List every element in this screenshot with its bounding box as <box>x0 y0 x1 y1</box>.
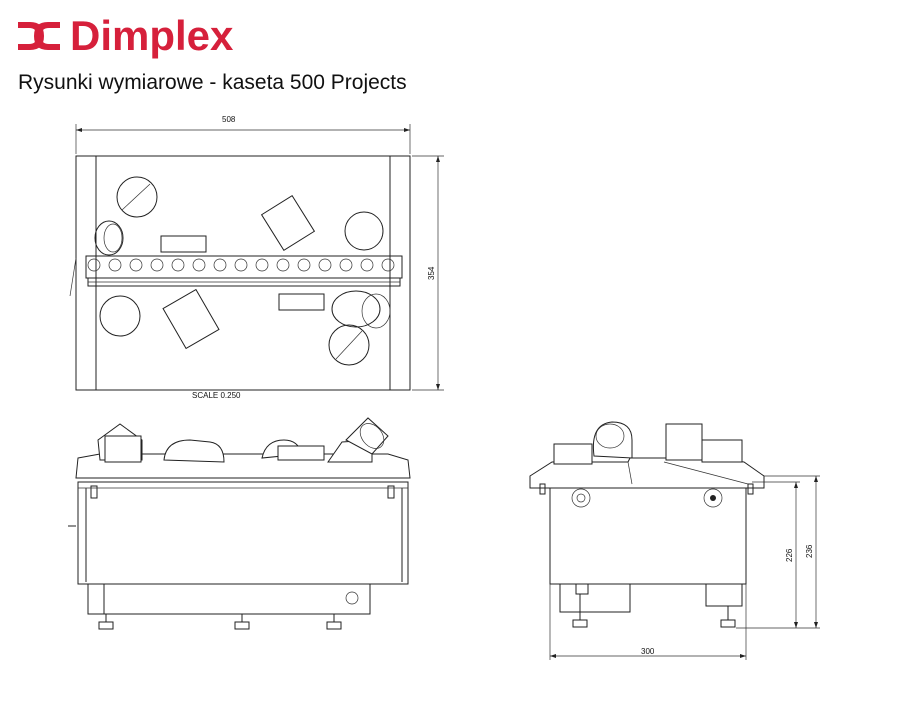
burner-nozzles <box>87 258 395 272</box>
scale-label: SCALE 0.250 <box>192 391 241 400</box>
dim-side-height-inner: 226 <box>785 548 794 562</box>
front-feet <box>98 614 342 630</box>
top-view: 508 354 <box>69 115 444 400</box>
brand-name: Dimplex <box>70 12 234 59</box>
dimplex-logo-icon <box>18 22 60 50</box>
dim-side-depth: 300 <box>641 647 655 656</box>
dimplex-logo: Dimplex <box>14 12 233 60</box>
dim-side-height-outer: 236 <box>805 544 814 558</box>
side-view: 226 236 300 <box>529 421 820 660</box>
dim-top-depth: 354 <box>427 266 436 280</box>
dim-top-width: 508 <box>222 115 236 124</box>
front-view <box>68 417 411 630</box>
page-title: Rysunki wymiarowe - kaseta 500 Projects <box>18 71 407 94</box>
